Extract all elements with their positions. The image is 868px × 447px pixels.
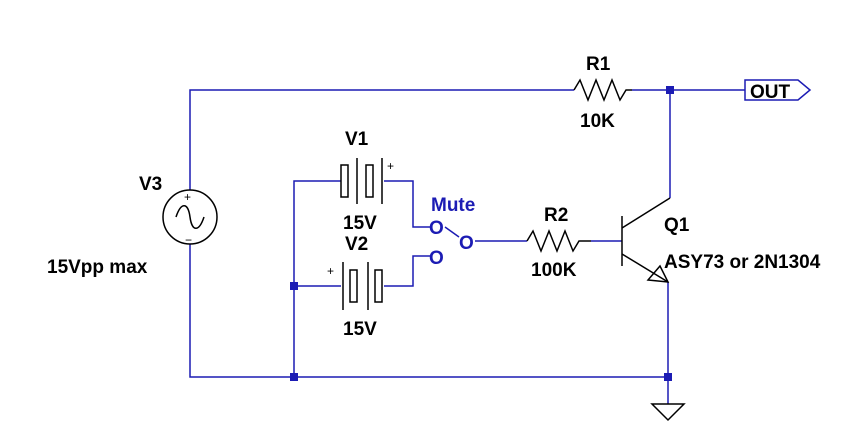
junction-dot-bottom-right bbox=[664, 373, 672, 381]
v1-name: V1 bbox=[345, 129, 369, 150]
switch-contact-common: O bbox=[459, 233, 474, 254]
v3-minus: − bbox=[185, 233, 192, 247]
q1-value: ASY73 or 2N1304 bbox=[664, 252, 821, 273]
v2-plus: + bbox=[327, 264, 334, 278]
r2-zigzag bbox=[526, 228, 591, 254]
q1-collector-leg bbox=[621, 197, 671, 229]
r1-name: R1 bbox=[586, 54, 611, 75]
wire-bottom-rail bbox=[189, 244, 668, 378]
junction-dot-bottom-left bbox=[290, 373, 298, 381]
r1-zigzag bbox=[573, 77, 632, 103]
v3-plus: + bbox=[184, 190, 191, 204]
v1-value: 15V bbox=[343, 213, 377, 234]
wire-v1-to-switch bbox=[384, 180, 432, 228]
v1-cell-right bbox=[365, 164, 374, 198]
v2-value: 15V bbox=[343, 319, 377, 340]
v2-cell-right bbox=[374, 269, 383, 303]
v2-cell-left bbox=[349, 269, 358, 303]
v2-name: V2 bbox=[345, 234, 368, 255]
ground-symbol[interactable] bbox=[650, 403, 686, 422]
ground-icon bbox=[650, 403, 686, 422]
junction-dot-bus bbox=[290, 282, 298, 290]
switch-contact-bottom: O bbox=[429, 248, 444, 269]
out-text: OUT bbox=[750, 82, 791, 103]
resistor-r1[interactable]: R1 10K bbox=[573, 54, 632, 132]
wire-v2-to-switch bbox=[384, 255, 432, 287]
switch-contact-top: O bbox=[429, 218, 444, 239]
sine-wave-icon bbox=[175, 205, 205, 229]
r2-name: R2 bbox=[544, 205, 568, 226]
wire-top-v3-to-r1 bbox=[189, 89, 574, 190]
v3-circle bbox=[162, 189, 218, 245]
transistor-q1[interactable]: Q1 ASY73 or 2N1304 bbox=[621, 197, 821, 283]
wires bbox=[189, 89, 745, 404]
v3-name: V3 bbox=[139, 174, 162, 195]
battery-v1[interactable]: + V1 15V bbox=[340, 129, 394, 234]
q1-emitter-leg bbox=[621, 253, 669, 283]
r1-value: 10K bbox=[580, 111, 615, 132]
wire-left-batteries-bus bbox=[293, 180, 341, 377]
switch-lever bbox=[444, 226, 460, 238]
q1-emitter-arrow bbox=[646, 264, 670, 283]
output-label[interactable]: OUT bbox=[744, 79, 812, 103]
voltage-source-v3[interactable]: + − V3 15Vpp max bbox=[47, 174, 218, 278]
junction-dot-out bbox=[666, 86, 674, 94]
resistor-r2[interactable]: R2 100K bbox=[526, 205, 591, 281]
v1-plus: + bbox=[387, 159, 394, 173]
r2-value: 100K bbox=[531, 260, 577, 281]
mute-switch[interactable]: Mute O O O bbox=[429, 195, 475, 269]
v1-cell-left bbox=[340, 164, 349, 198]
out-flag-shape bbox=[744, 79, 812, 101]
mute-label: Mute bbox=[431, 195, 475, 216]
q1-name: Q1 bbox=[664, 215, 690, 236]
v3-value: 15Vpp max bbox=[47, 257, 148, 278]
junctions bbox=[290, 86, 674, 381]
battery-v2[interactable]: + V2 15V bbox=[327, 234, 383, 340]
